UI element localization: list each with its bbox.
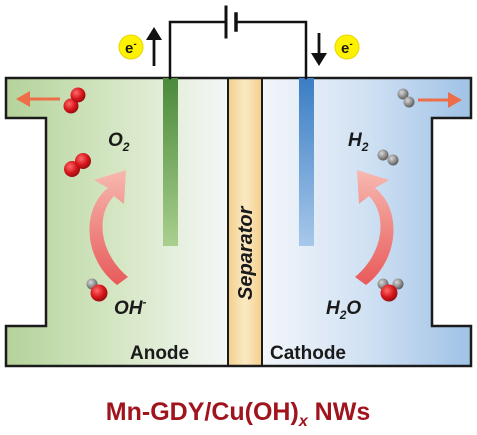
electron-badge-left: e- bbox=[118, 34, 144, 60]
h2-molecule-outlet bbox=[397, 88, 415, 108]
cathode-label: Cathode bbox=[270, 343, 346, 364]
anode-electrode bbox=[163, 78, 178, 246]
h2-outlet-arrow bbox=[418, 92, 462, 108]
o2-outlet-arrow bbox=[16, 91, 60, 107]
material-title: Mn-GDY/Cu(OH)x NWs bbox=[106, 398, 370, 430]
cathode-compartment bbox=[262, 78, 471, 366]
circuit-wire-right bbox=[234, 20, 308, 80]
separator-membrane bbox=[228, 78, 262, 366]
separator-label: Separator bbox=[235, 205, 257, 300]
cathode-electrode bbox=[299, 78, 314, 246]
oh-ion bbox=[86, 278, 108, 302]
anode-compartment bbox=[6, 78, 228, 366]
external-circuit bbox=[168, 5, 308, 80]
o2-molecule-product bbox=[64, 153, 91, 177]
svg-text:e-: e- bbox=[125, 39, 137, 57]
o2-molecule-outlet bbox=[63, 87, 86, 114]
h2-molecule-product bbox=[377, 149, 399, 166]
h2o-label: H2O bbox=[326, 298, 361, 322]
h2o-molecule bbox=[377, 278, 404, 302]
electron-arrow-up bbox=[146, 27, 162, 66]
o2-label: O2 bbox=[108, 130, 130, 154]
oh-label: OH- bbox=[114, 295, 147, 319]
svg-text:e-: e- bbox=[341, 39, 353, 57]
electron-arrow-down bbox=[311, 33, 327, 66]
anode-label: Anode bbox=[130, 343, 189, 364]
h2-label: H2 bbox=[348, 130, 369, 154]
cathode-reaction-arrow bbox=[355, 170, 394, 285]
anode-reaction-arrow bbox=[89, 170, 128, 285]
circuit-wire-left bbox=[168, 20, 228, 80]
electron-badge-right: e- bbox=[334, 34, 360, 60]
cell-outline bbox=[4, 76, 473, 368]
